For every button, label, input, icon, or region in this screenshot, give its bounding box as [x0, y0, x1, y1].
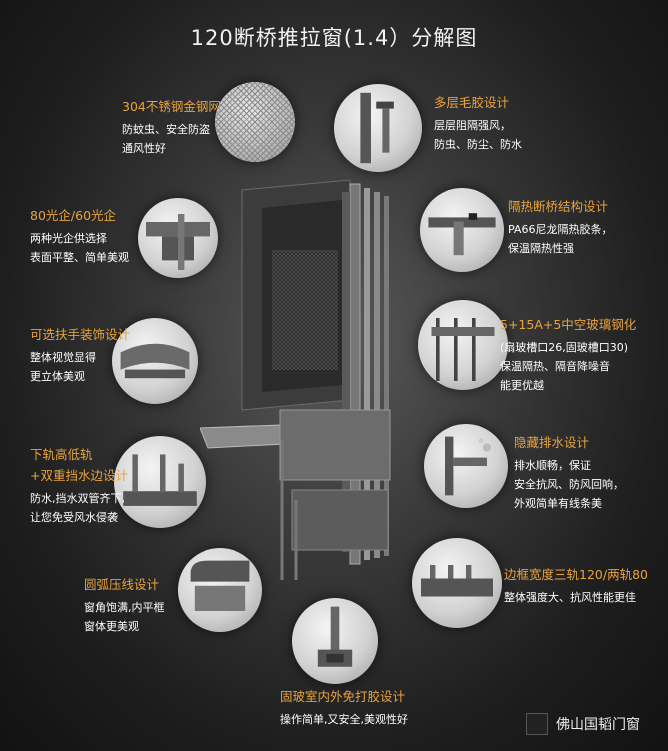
feature-sash-profile: 80光企/60光企 两种光企供选择 表面平整、简单美观	[30, 208, 129, 264]
feature-drainage: 隐藏排水设计 排水顺畅，保证 安全抗风、防风回响， 外观简单有线条美	[514, 435, 624, 510]
watermark-text: 佛山国韬门窗	[556, 717, 640, 733]
lower-track-detail-circle	[114, 436, 206, 528]
page-title: 120断桥推拉窗(1.4）分解图	[190, 26, 478, 50]
feature-handrail: 可选扶手装饰设计 整体视觉显得 更立体美观	[30, 327, 131, 383]
feature-fixed-glass: 固玻室内外免打胶设计 操作简单,又安全,美观性好	[280, 689, 408, 726]
handrail-detail-circle	[112, 318, 198, 404]
feature-curved-bead: 圆弧压线设计 窗角饱满,内平框 窗体更美观	[84, 577, 165, 633]
drainage-detail-circle	[424, 424, 508, 508]
feature-frame-width: 边框宽度三轨120/两轨80 整体强度大、抗风性能更佳	[504, 567, 648, 604]
sash-profile-detail-circle	[138, 198, 218, 278]
feature-mesh: 304不锈钢金钢网 防蚊虫、安全防盗 通风性好	[122, 99, 221, 155]
feature-lower-track: 下轨高低轨 +双重挡水边设计 防水,挡水双管齐下, 让您免受风水侵袭	[30, 447, 128, 524]
curved-bead-detail-circle	[178, 548, 262, 632]
frame-width-detail-circle	[412, 538, 502, 628]
insulated-glass-detail-circle	[418, 300, 508, 390]
window-section-illustration	[200, 179, 391, 580]
feature-thermal-break: 隔热断桥结构设计 PA66尼龙隔热胶条， 保温隔热性强	[508, 199, 613, 255]
weatherstrip-detail-circle	[334, 84, 422, 172]
feature-weatherstrip: 多层毛胶设计 层层阻隔强风， 防虫、防尘、防水	[434, 95, 522, 151]
mesh-detail-circle	[215, 82, 295, 162]
watermark: 佛山国韬门窗	[526, 713, 640, 735]
brand-logo-icon	[526, 713, 548, 735]
feature-insulated-glass: 5+15A+5中空玻璃钢化 (扇玻槽口26,固玻槽口30) 保温隔热、隔音降噪音…	[500, 317, 637, 392]
thermal-break-detail-circle	[420, 188, 504, 272]
fixed-glass-detail-circle	[292, 598, 378, 684]
